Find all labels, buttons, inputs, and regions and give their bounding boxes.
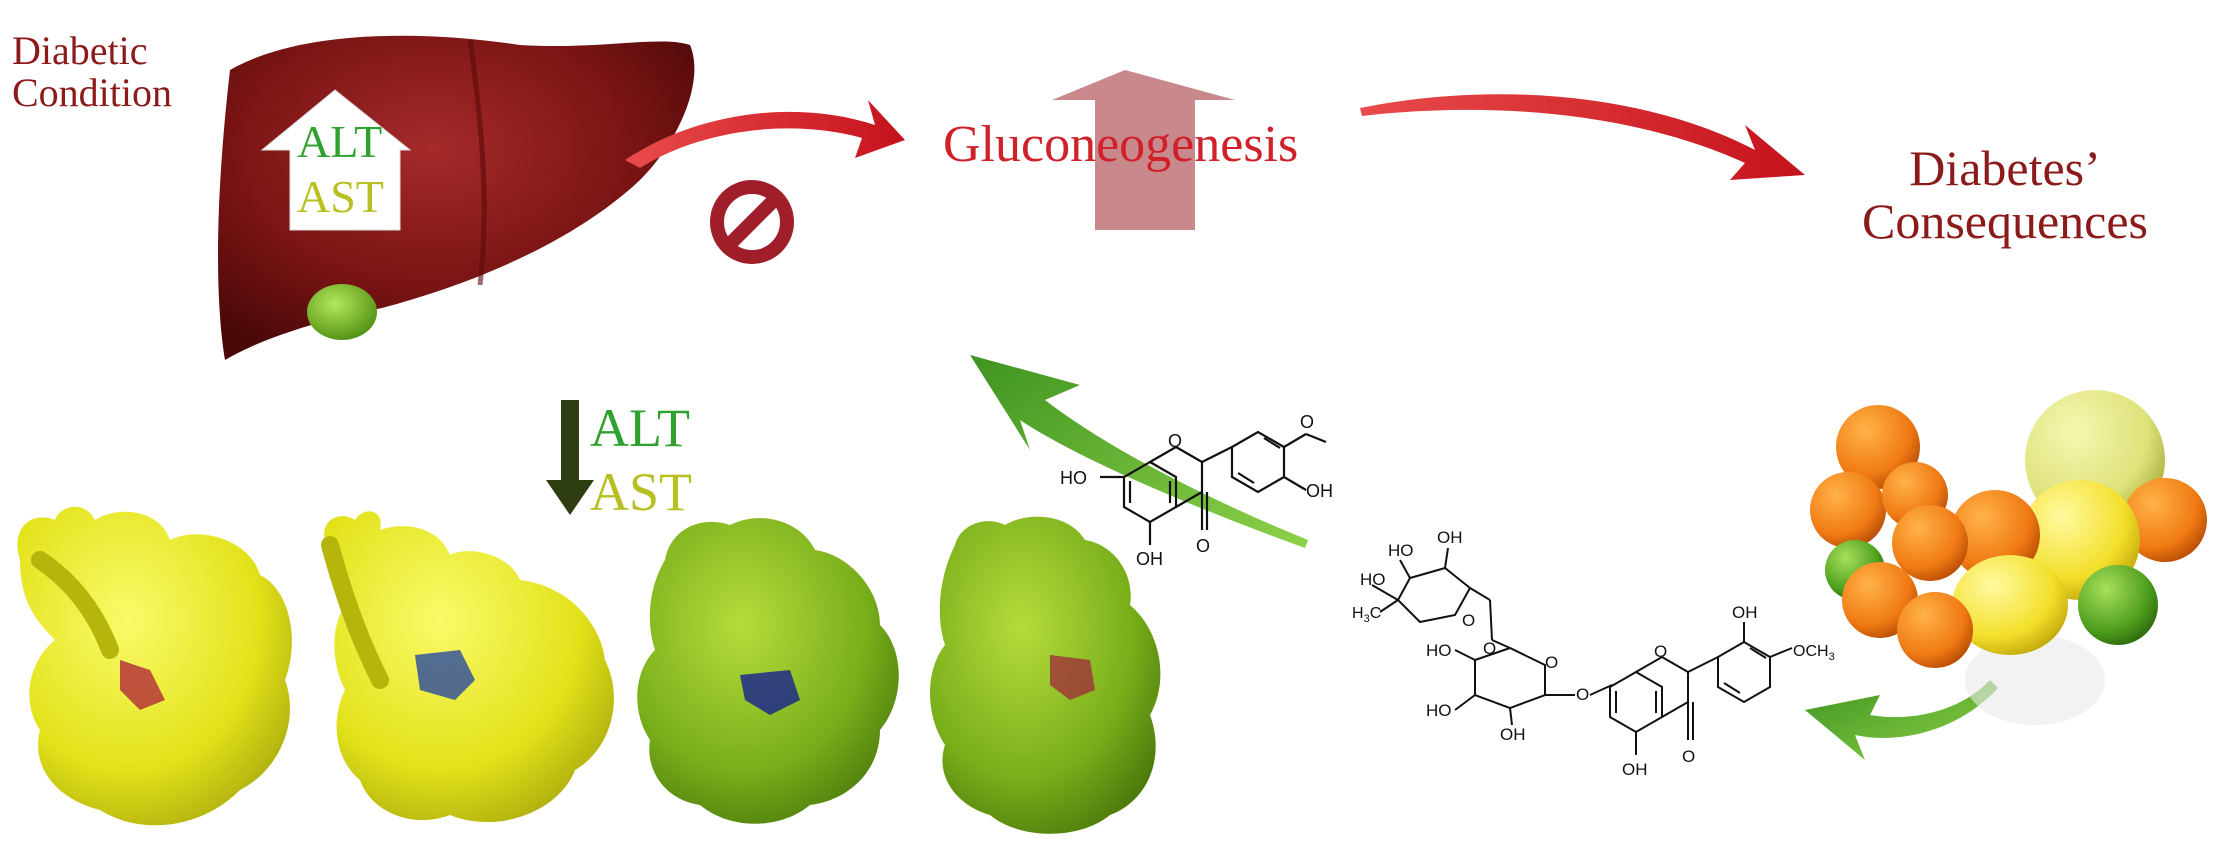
liver-alt-label: ALT — [297, 116, 383, 167]
gluconeogenesis-label: Gluconeogenesis — [943, 116, 1299, 173]
protein-structure-4 — [930, 516, 1161, 834]
citrus-fruits — [1810, 390, 2207, 725]
lemon-2 — [1952, 555, 2068, 655]
orange-8 — [1897, 592, 1973, 668]
hesperidin-oh-2: OH — [1500, 725, 1526, 744]
hesperidin-ring-o-3: O — [1545, 653, 1558, 672]
red-arrow-liver-to-gluconeogenesis — [625, 100, 905, 168]
protein-structure-3 — [637, 518, 899, 824]
down-arrow-icon — [546, 400, 594, 515]
hesperidin-oh-bottom: OH — [1622, 760, 1648, 779]
diabetic-condition-label: Diabetic Condition — [12, 30, 172, 114]
hesperetin-methoxy-o-label: O — [1300, 412, 1314, 432]
hesperetin-structure — [1100, 430, 1327, 545]
hesperidin-ho-1: HO — [1360, 570, 1386, 589]
red-arrow-to-consequences — [1360, 94, 1805, 180]
inhibition-icon — [710, 180, 794, 264]
hesperetin-ring-o-label: O — [1168, 431, 1182, 451]
up-arrow-icon — [260, 89, 412, 231]
hesperidin-ketone-o: O — [1682, 747, 1695, 766]
hesperidin-ring-o-2: O — [1483, 639, 1496, 658]
hesperidin-h3c-label: H3C — [1352, 605, 1381, 625]
protein-structure-2 — [321, 511, 614, 823]
hesperidin-ho-4: HO — [1426, 701, 1452, 720]
protein-structure-1 — [17, 506, 292, 826]
orange-3 — [2123, 478, 2207, 562]
hesperetin-ketone-o-label: O — [1196, 536, 1210, 556]
lime-2 — [2078, 565, 2158, 645]
hesperidin-och3-label: OCH3 — [1793, 643, 1835, 663]
green-arrow-to-gluconeogenesis — [970, 355, 1308, 548]
consequences-line2: Consequences — [1861, 192, 2149, 249]
protein-alt-label: ALT — [590, 398, 691, 458]
hesperidin-ho-3: HO — [1426, 641, 1452, 660]
gallbladder — [307, 284, 377, 340]
hesperetin-oh-bottom-label: OH — [1136, 549, 1163, 569]
consequences-line1: Diabetes’ — [1909, 140, 2101, 196]
liver-illustration — [218, 35, 695, 360]
protein-ast-label: AST — [590, 462, 693, 522]
hesperidin-structure — [1371, 547, 1793, 755]
increase-arrow-icon — [1052, 70, 1235, 230]
hesperetin-ho-label: HO — [1060, 468, 1087, 488]
hesperidin-glycoside-o: O — [1576, 685, 1589, 704]
diabetic-line1: Diabetic — [12, 28, 148, 73]
green-arrow-citrus-to-hesperidin — [1805, 680, 1998, 760]
hesperetin-oh-right-label: OH — [1306, 481, 1333, 501]
hesperidin-ho-2: HO — [1388, 541, 1414, 560]
hesperidin-oh-1: OH — [1437, 528, 1463, 547]
orange-2 — [1810, 472, 1886, 548]
liver-ast-label: AST — [297, 171, 384, 222]
hesperidin-oh-top: OH — [1732, 603, 1758, 622]
orange-6 — [1892, 505, 1968, 581]
diabetes-consequences-label: Diabetes’ Consequences — [1815, 142, 2195, 247]
hesperidin-flavanone-o: O — [1654, 642, 1667, 661]
diabetic-line2: Condition — [12, 70, 173, 115]
hesperidin-ring-o-1: O — [1462, 611, 1475, 630]
